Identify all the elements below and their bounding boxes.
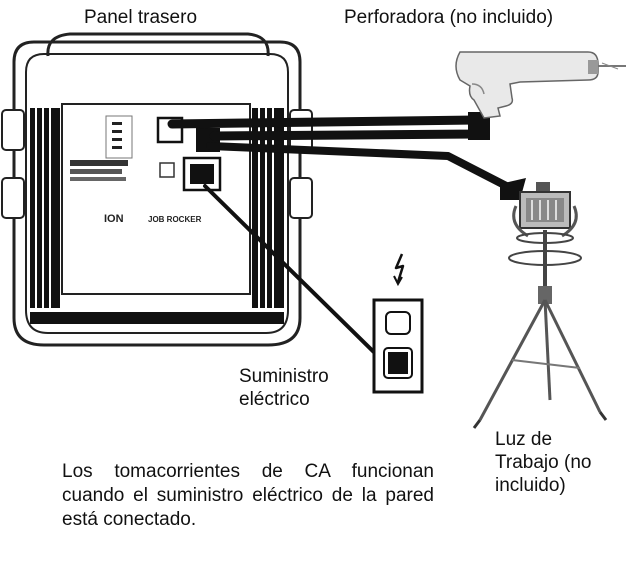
device-brand: ION: [104, 213, 124, 225]
work-light-label: Luz de Trabajo (no incluido): [495, 428, 591, 497]
work-light-icon: [472, 182, 608, 429]
work-light-label-line1: Luz de: [495, 429, 553, 450]
rear-panel-label: Panel trasero: [84, 7, 198, 28]
drill-icon: [455, 51, 626, 119]
power-supply-label: Suministro eléctrico: [239, 365, 329, 411]
caption-text: Los tomacorrientes de CA funcionan cuand…: [62, 461, 434, 530]
job-rocker-device: [1, 32, 313, 347]
work-light-label-line2: Trabajo (no: [495, 452, 592, 473]
wall-outlet-icon: [372, 298, 424, 394]
lightning-icon: [393, 253, 405, 287]
drill-plug: [468, 112, 490, 140]
power-supply-label-line1: Suministro: [239, 366, 329, 387]
work-light-label-line3: incluido): [495, 475, 566, 496]
device-model: JOB ROCKER: [148, 215, 202, 224]
drill-label: Perforadora (no incluido): [344, 7, 554, 28]
power-supply-label-line2: eléctrico: [239, 389, 310, 410]
